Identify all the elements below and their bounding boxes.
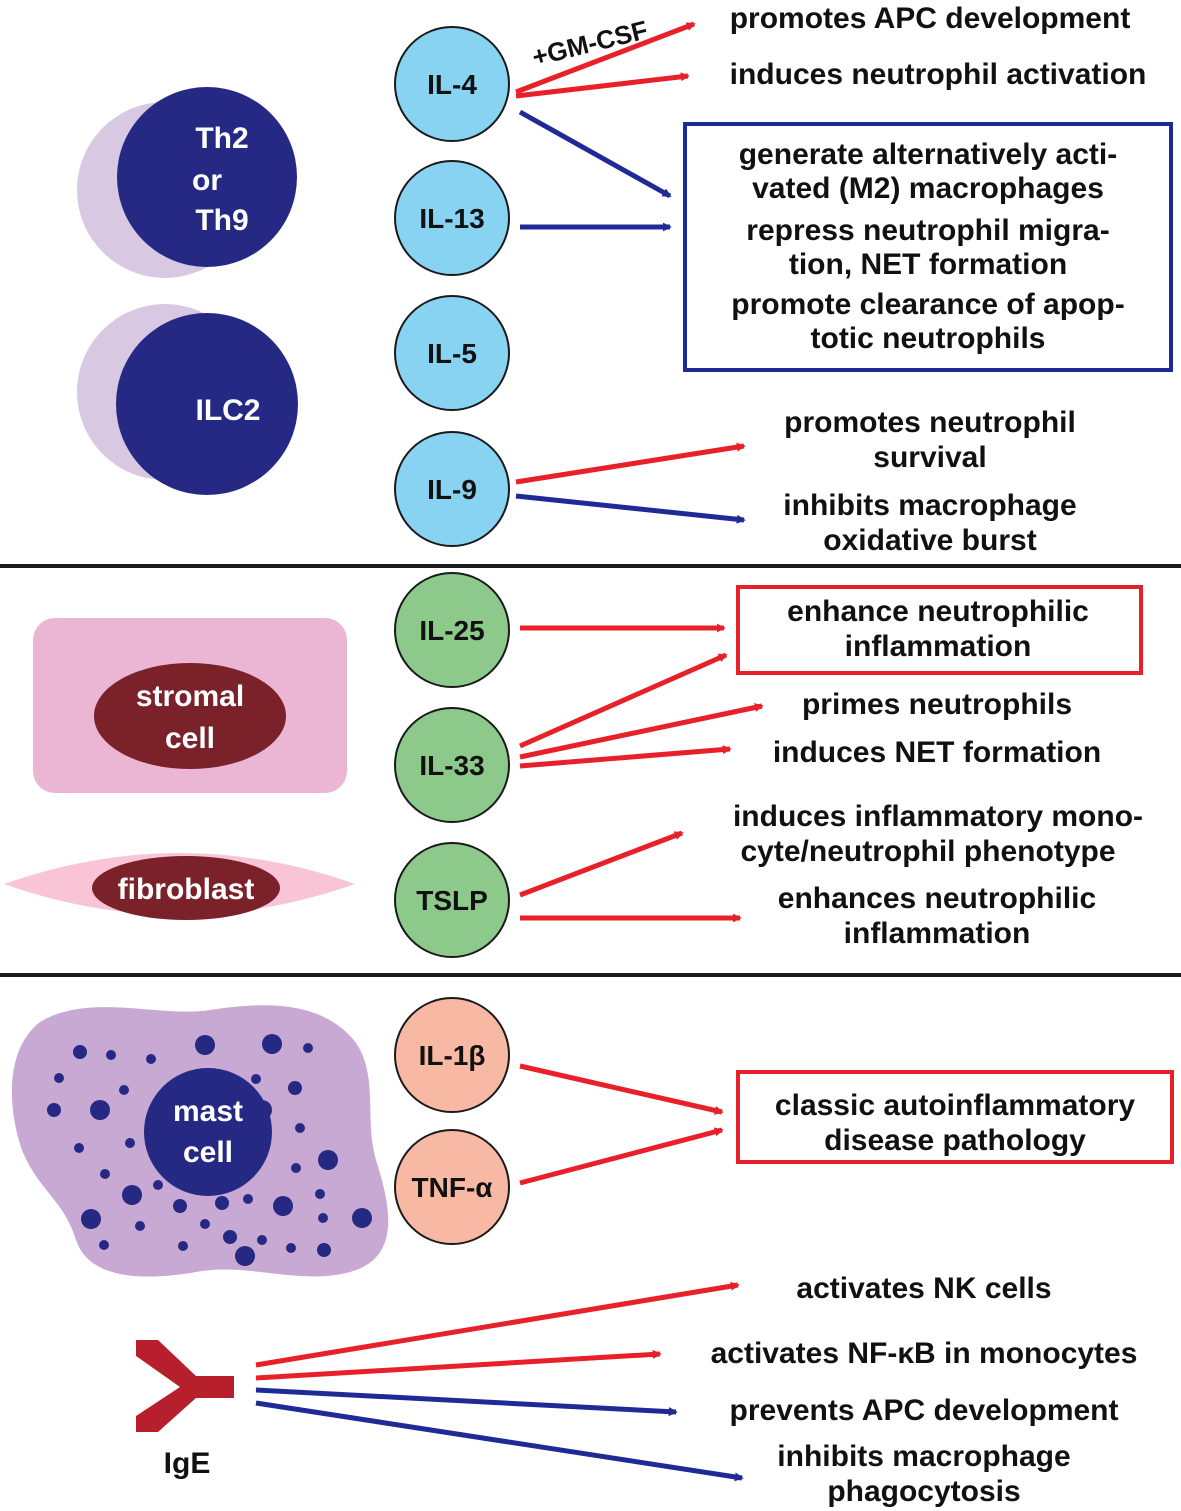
arrow-ige-phagocytosis bbox=[255, 1400, 744, 1482]
enhance-box-line-2: inflammation bbox=[845, 630, 1032, 663]
cytokine-il33: IL-33 bbox=[394, 707, 510, 823]
cytokine-tnfa: TNF-α bbox=[394, 1129, 510, 1245]
enhance-box-line-1: enhance neutrophilic bbox=[787, 595, 1089, 628]
effect-enhances-2: inflammation bbox=[844, 917, 1031, 950]
box-line-1: generate alternatively acti- bbox=[739, 138, 1118, 171]
effect-survival-2: survival bbox=[873, 441, 986, 474]
effect-burst-2: oxidative burst bbox=[823, 524, 1036, 557]
effect-burst-1: inhibits macrophage bbox=[783, 489, 1076, 522]
mast-cell-granules bbox=[47, 1034, 372, 1266]
cytokine-il25: IL-25 bbox=[394, 572, 510, 688]
box-line-4: tion, NET formation bbox=[789, 248, 1067, 281]
effect-monocyte-2: cyte/neutrophil phenotype bbox=[740, 835, 1115, 868]
svg-text:IL-4: IL-4 bbox=[427, 69, 477, 100]
effect-primes: primes neutrophils bbox=[802, 688, 1072, 721]
cytokine-il4: IL-4 bbox=[394, 26, 510, 142]
effect-enhances-1: enhances neutrophilic bbox=[778, 882, 1096, 915]
box-line-3: repress neutrophil migra- bbox=[746, 214, 1109, 247]
classic-box-line-2: disease pathology bbox=[824, 1124, 1086, 1157]
mast-cell: mast cell bbox=[11, 1005, 389, 1277]
ilc2-cell: ILC2 bbox=[77, 304, 298, 495]
arrow-il4-apc bbox=[515, 21, 696, 95]
cytokine-tslp: TSLP bbox=[394, 842, 510, 958]
box-line-6: totic neutrophils bbox=[811, 322, 1046, 355]
arrow-il33-primes bbox=[519, 703, 764, 760]
effect-nfkb: activates NF-κB in monocytes bbox=[711, 1337, 1138, 1370]
fibroblast-cell: fibroblast bbox=[4, 853, 355, 920]
arrow-il9-survival bbox=[515, 442, 746, 485]
arrow-il4-box bbox=[518, 109, 672, 199]
stromal-cell: stromal cell bbox=[33, 618, 347, 793]
effect-nk-cells: activates NK cells bbox=[796, 1272, 1051, 1305]
autoinflammatory-box bbox=[736, 1070, 1174, 1164]
stromal-label-2: cell bbox=[165, 722, 215, 755]
arrow-il33-net bbox=[519, 745, 732, 769]
effect-phago-2: phagocytosis bbox=[827, 1475, 1020, 1508]
cytokine-il5: IL-5 bbox=[394, 295, 510, 411]
classic-box-line-1: classic autoinflammatory bbox=[775, 1089, 1135, 1122]
effect-neutrophil-activation: induces neutrophil activation bbox=[730, 58, 1147, 91]
th-cell-label-1: Th2 bbox=[195, 122, 248, 155]
m2-effects-box bbox=[683, 122, 1173, 372]
effect-promotes-apc: promotes APC development bbox=[730, 2, 1131, 35]
fibroblast-label: fibroblast bbox=[118, 873, 255, 906]
effect-monocyte-1: induces inflammatory mono- bbox=[733, 800, 1143, 833]
ilc2-label: ILC2 bbox=[195, 394, 260, 427]
svg-text:TNF-α: TNF-α bbox=[412, 1172, 493, 1203]
arrow-tnfa-box bbox=[519, 1127, 724, 1186]
ige-label: IgE bbox=[164, 1447, 211, 1480]
svg-text:IL-9: IL-9 bbox=[427, 474, 477, 505]
mast-label-1: mast bbox=[173, 1095, 243, 1128]
arrow-tslp-monocyte bbox=[519, 830, 684, 898]
th-cell-label-2: or bbox=[192, 164, 222, 197]
svg-text:IL-33: IL-33 bbox=[419, 750, 484, 781]
cytokine-il1b: IL-1β bbox=[394, 997, 510, 1113]
svg-text:IL-13: IL-13 bbox=[419, 203, 484, 234]
svg-text:IL-25: IL-25 bbox=[419, 615, 484, 646]
box-line-5: promote clearance of apop- bbox=[731, 288, 1124, 321]
effect-survival-1: promotes neutrophil bbox=[784, 406, 1076, 439]
svg-text:IL-1β: IL-1β bbox=[419, 1040, 486, 1071]
effect-phago-1: inhibits macrophage bbox=[777, 1440, 1070, 1473]
arrow-il33-box bbox=[518, 652, 728, 749]
effect-net-formation: induces NET formation bbox=[773, 736, 1101, 769]
ige-antibody: IgE bbox=[136, 1340, 234, 1480]
svg-text:IL-5: IL-5 bbox=[427, 338, 477, 369]
cytokine-il9: IL-9 bbox=[394, 431, 510, 547]
arrow-il1b-box bbox=[519, 1063, 724, 1115]
mast-label-2: cell bbox=[183, 1136, 233, 1169]
svg-text:TSLP: TSLP bbox=[416, 885, 488, 916]
enhance-neutrophilic-box bbox=[736, 585, 1143, 675]
effect-prevents-apc: prevents APC development bbox=[730, 1394, 1119, 1427]
th-cell: Th2 or Th9 bbox=[77, 87, 297, 278]
arrow-il4-neutrophil-activation bbox=[515, 72, 690, 99]
box-line-2: vated (M2) macrophages bbox=[752, 172, 1104, 205]
cytokine-il13: IL-13 bbox=[394, 160, 510, 276]
arrow-il9-oxidative-burst bbox=[515, 493, 746, 524]
arrow-ige-nfkb bbox=[255, 1349, 662, 1381]
th-cell-label-3: Th9 bbox=[195, 204, 248, 237]
arrow-ige-apc bbox=[255, 1387, 678, 1417]
arrow-ige-nk bbox=[255, 1281, 740, 1368]
stromal-label-1: stromal bbox=[136, 680, 244, 713]
